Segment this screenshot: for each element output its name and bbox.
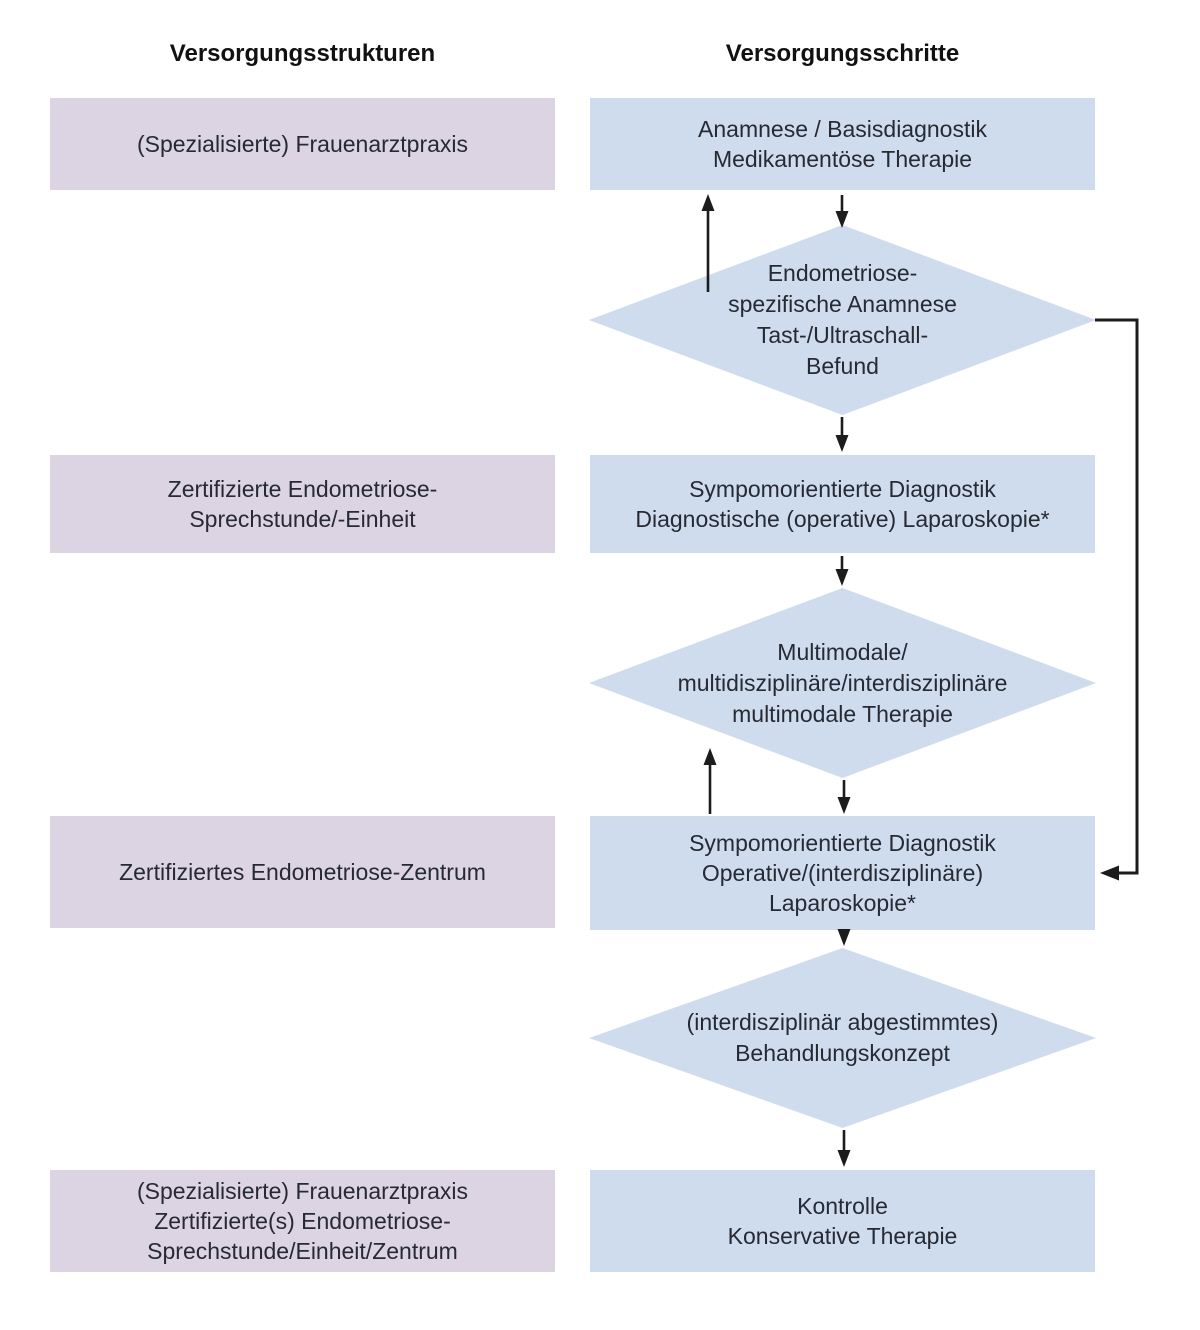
structure-box-sprechstunde-einheit: Zertifizierte Endometriose- Sprechstunde… — [50, 455, 555, 553]
step-box-kontrolle: Kontrolle Konservative Therapie — [590, 1170, 1095, 1272]
column-header-steps: Versorgungsschritte — [725, 40, 960, 67]
decision-diamond-befund: Endometriose- spezifische Anamnese Tast-… — [589, 225, 1096, 415]
structure-box-nachsorge: (Spezialisierte) Frauenarztpraxis Zertif… — [50, 1170, 555, 1272]
step-box-diagnostische-laparoskopie: Sympomorientierte Diagnostik Diagnostisc… — [590, 455, 1095, 553]
step-box-operative-laparoskopie: Sympomorientierte Diagnostik Operative/(… — [590, 816, 1095, 930]
arrow-down-diagnostik-to-therapie-icon — [835, 556, 849, 586]
elbow-connector-befund-to-laparoskopie-icon — [1095, 318, 1139, 881]
arrow-down-befund-to-diagnostik-icon — [835, 417, 849, 452]
arrow-down-therapie-to-laparoskopie-icon — [837, 780, 851, 814]
arrow-down-laparoskopie-to-konzept-icon — [837, 929, 851, 946]
arrow-up-laparoskopie-to-therapie-icon — [703, 748, 717, 814]
step-box-anamnese-basisdiagnostik: Anamnese / Basisdiagnostik Medikamentöse… — [590, 98, 1095, 190]
arrow-down-konzept-to-kontrolle-icon — [837, 1130, 851, 1167]
decision-diamond-behandlungskonzept: (interdisziplinär abgestimmtes) Behandlu… — [589, 948, 1096, 1128]
structure-box-frauenarztpraxis: (Spezialisierte) Frauenarztpraxis — [50, 98, 555, 190]
column-header-structures: Versorgungsstrukturen — [169, 40, 436, 67]
structure-box-endometriose-zentrum: Zertifiziertes Endometriose-Zentrum — [50, 816, 555, 928]
decision-diamond-multimodale-therapie: Multimodale/ multidisziplinäre/interdisz… — [589, 588, 1096, 778]
arrow-down-anamnese-to-befund-icon — [835, 195, 849, 228]
